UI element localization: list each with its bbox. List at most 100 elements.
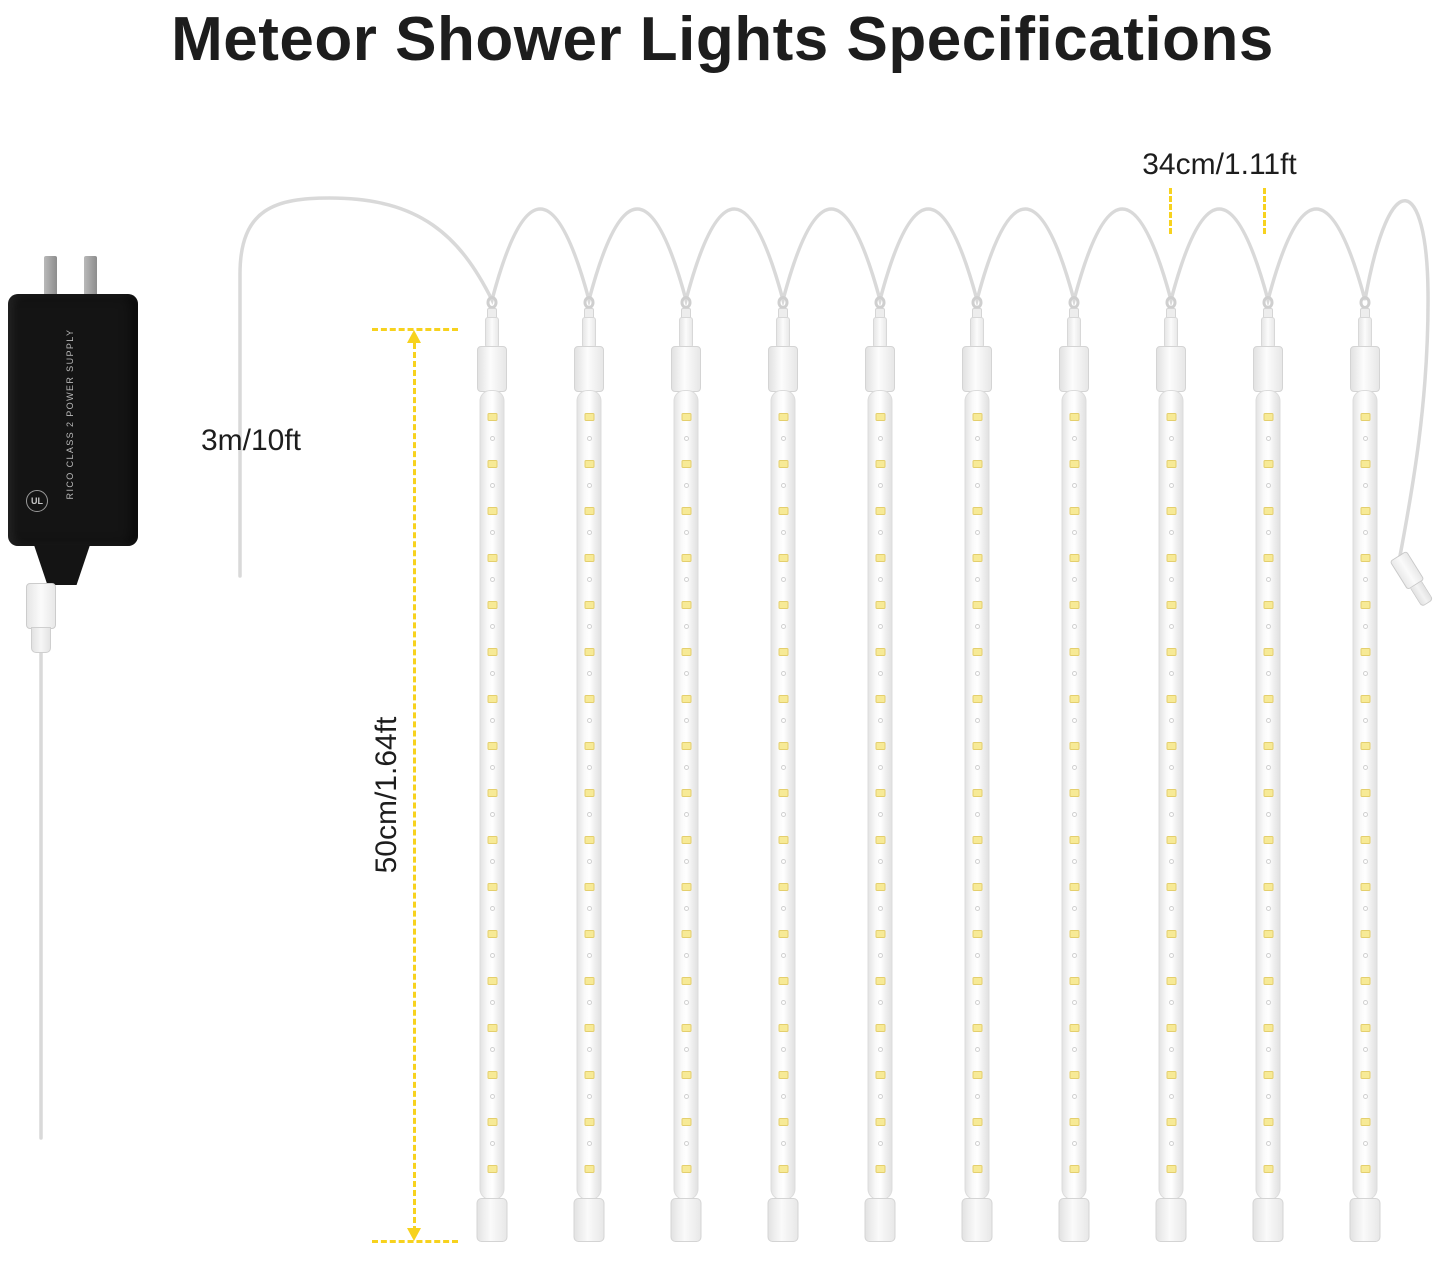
led-dot xyxy=(1362,436,1368,441)
led-chip xyxy=(875,1118,885,1126)
led-chip xyxy=(1263,554,1273,562)
tube-cap-bottom xyxy=(767,1198,799,1242)
led-chip xyxy=(972,742,982,750)
led-chip xyxy=(1360,977,1370,985)
led-chip xyxy=(875,413,885,421)
led-chip xyxy=(1166,883,1176,891)
led-chip xyxy=(1069,1118,1079,1126)
led-chip xyxy=(487,1024,497,1032)
led-chip xyxy=(487,883,497,891)
led-dot xyxy=(683,577,689,582)
led-dot xyxy=(974,577,980,582)
led-chip xyxy=(584,1024,594,1032)
led-chip xyxy=(487,742,497,750)
led-chip xyxy=(681,601,691,609)
led-dot xyxy=(1071,1000,1077,1005)
led-dot xyxy=(974,953,980,958)
led-tube-7 xyxy=(1056,296,1092,1244)
tube-cap-top xyxy=(1253,346,1283,392)
led-dot xyxy=(780,859,786,864)
tube-neck xyxy=(873,317,887,348)
led-tube-1 xyxy=(474,296,510,1244)
led-chip xyxy=(1069,1165,1079,1173)
led-chip xyxy=(584,601,594,609)
led-dot xyxy=(586,953,592,958)
led-dot xyxy=(1168,1094,1174,1099)
led-chip xyxy=(972,554,982,562)
led-dot xyxy=(780,1000,786,1005)
led-chip xyxy=(1360,1024,1370,1032)
led-chip xyxy=(584,554,594,562)
led-chip xyxy=(681,413,691,421)
led-dot xyxy=(1265,1141,1271,1146)
tube-cap-top xyxy=(1156,346,1186,392)
tube-cap-bottom xyxy=(1349,1198,1381,1242)
led-dot xyxy=(780,577,786,582)
led-dot xyxy=(489,1000,495,1005)
led-chip xyxy=(778,742,788,750)
led-chip xyxy=(1166,1071,1176,1079)
led-tube-8 xyxy=(1153,296,1189,1244)
led-chip xyxy=(1166,789,1176,797)
led-chip xyxy=(1069,507,1079,515)
led-dot xyxy=(1265,718,1271,723)
led-dot xyxy=(586,859,592,864)
tube-body xyxy=(1061,390,1087,1200)
led-tube-10 xyxy=(1347,296,1383,1244)
tube-cap-top xyxy=(477,346,507,392)
tube-cap-bottom xyxy=(476,1198,508,1242)
led-chip xyxy=(778,836,788,844)
led-chip xyxy=(1069,883,1079,891)
led-chip xyxy=(972,1118,982,1126)
led-dot xyxy=(1168,1141,1174,1146)
led-chip xyxy=(1360,1071,1370,1079)
led-dot xyxy=(877,577,883,582)
led-dot xyxy=(974,1000,980,1005)
led-dot xyxy=(1362,1047,1368,1052)
led-dot xyxy=(877,859,883,864)
led-chip xyxy=(1166,554,1176,562)
spacing-dash-right xyxy=(1263,188,1266,234)
led-chip xyxy=(875,507,885,515)
tube-neck xyxy=(582,317,596,348)
led-dot xyxy=(1168,436,1174,441)
led-dot xyxy=(1362,624,1368,629)
led-dot xyxy=(974,483,980,488)
led-dot xyxy=(780,1094,786,1099)
led-chip xyxy=(1069,601,1079,609)
led-chip xyxy=(778,413,788,421)
led-dot xyxy=(877,1141,883,1146)
led-dot xyxy=(974,718,980,723)
led-chip xyxy=(778,1024,788,1032)
led-chip xyxy=(778,930,788,938)
led-dot xyxy=(683,671,689,676)
led-chip xyxy=(1360,836,1370,844)
led-chip xyxy=(584,836,594,844)
led-chip xyxy=(972,789,982,797)
led-chip xyxy=(1263,742,1273,750)
led-dot xyxy=(586,483,592,488)
led-dot xyxy=(586,718,592,723)
led-dot xyxy=(489,718,495,723)
led-dot xyxy=(1265,859,1271,864)
led-chip xyxy=(1166,413,1176,421)
led-dot xyxy=(780,765,786,770)
tube-cap-bottom xyxy=(1058,1198,1090,1242)
led-dot xyxy=(877,1094,883,1099)
led-chip xyxy=(1166,507,1176,515)
led-dot xyxy=(780,906,786,911)
led-chip xyxy=(681,789,691,797)
hanging-ring-icon xyxy=(680,296,692,309)
led-dot xyxy=(877,624,883,629)
tube-body xyxy=(770,390,796,1200)
led-chip xyxy=(1166,1118,1176,1126)
led-chip xyxy=(584,1165,594,1173)
tube-neck xyxy=(776,317,790,348)
led-chip xyxy=(1069,695,1079,703)
led-chip xyxy=(778,601,788,609)
led-dot xyxy=(586,906,592,911)
led-dot xyxy=(1071,624,1077,629)
led-dot xyxy=(1168,624,1174,629)
led-dot xyxy=(1362,859,1368,864)
led-dot xyxy=(489,1141,495,1146)
